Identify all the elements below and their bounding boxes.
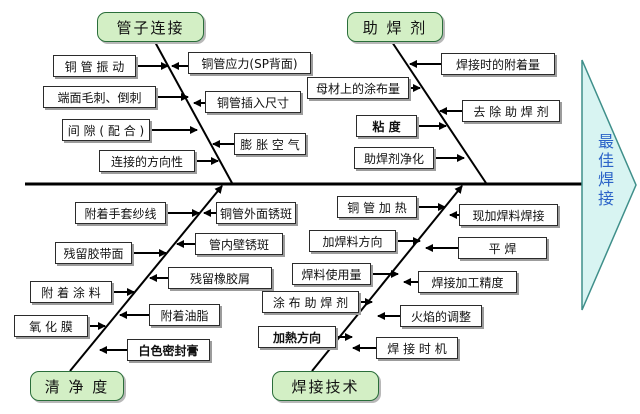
cause-box: 铜管插入尺寸 bbox=[205, 91, 301, 113]
cause-box: 管内壁锈斑 bbox=[195, 233, 283, 255]
cause-box: 粘 度 bbox=[356, 115, 417, 137]
cause-box: 连接的方向性 bbox=[99, 150, 195, 172]
cause-box: 附着手套纱线 bbox=[75, 202, 166, 224]
cause-box: 膨 胀 空 气 bbox=[234, 133, 306, 155]
bone-welding-technique bbox=[311, 185, 463, 372]
cause-box: 去 除 助 焊 剂 bbox=[462, 100, 560, 122]
cause-box: 铜管应力(SP背面) bbox=[188, 52, 311, 74]
cause-box: 焊接加工精度 bbox=[418, 271, 517, 293]
effect-label: 最佳焊接 bbox=[592, 132, 620, 208]
category-cleanliness: 清 净 度 bbox=[30, 371, 124, 401]
cause-box: 白色密封膏 bbox=[127, 339, 210, 361]
cause-box: 残留橡胶屑 bbox=[168, 267, 272, 289]
cause-box: 平 焊 bbox=[458, 237, 547, 259]
cause-box: 现加焊料焊接 bbox=[459, 204, 558, 226]
cause-box: 加熱方向 bbox=[258, 326, 336, 348]
effect-label-char: 最 bbox=[597, 132, 614, 151]
cause-box: 母材上的涂布量 bbox=[307, 77, 409, 99]
cause-box: 铜 管 加 热 bbox=[337, 196, 417, 218]
effect-label-char: 接 bbox=[597, 189, 614, 208]
cause-box: 加焊料方向 bbox=[309, 230, 396, 252]
cause-box: 残留胶带面 bbox=[55, 242, 132, 264]
cause-box: 氧 化 膜 bbox=[14, 315, 88, 337]
cause-box: 附着油脂 bbox=[149, 304, 220, 326]
cause-box: 焊接时的附着量 bbox=[441, 53, 555, 75]
cause-box: 助焊剂净化 bbox=[354, 147, 434, 169]
cause-box: 间 隙 ( 配 合 ) bbox=[62, 119, 150, 141]
cause-box: 焊 接 时 机 bbox=[376, 337, 458, 359]
effect-label-char: 佳 bbox=[597, 151, 614, 170]
category-flux: 助 焊 剂 bbox=[347, 12, 443, 42]
cause-box: 焊料使用量 bbox=[292, 263, 371, 285]
cause-box: 涂 布 助 焊 剂 bbox=[262, 291, 359, 313]
category-welding-technique: 焊接技术 bbox=[272, 371, 379, 401]
cause-box: 火焰的调整 bbox=[400, 305, 482, 327]
effect-arrow-head bbox=[581, 59, 637, 311]
cause-box: 铜管外面锈斑 bbox=[216, 202, 296, 224]
cause-box: 端面毛刺、倒刺 bbox=[43, 86, 156, 108]
cause-box: 铜 管 振 动 bbox=[53, 55, 136, 77]
effect-label-char: 焊 bbox=[597, 170, 614, 189]
category-pipe-connection: 管子连接 bbox=[97, 12, 204, 42]
cause-box: 附 着 涂 料 bbox=[30, 281, 112, 303]
